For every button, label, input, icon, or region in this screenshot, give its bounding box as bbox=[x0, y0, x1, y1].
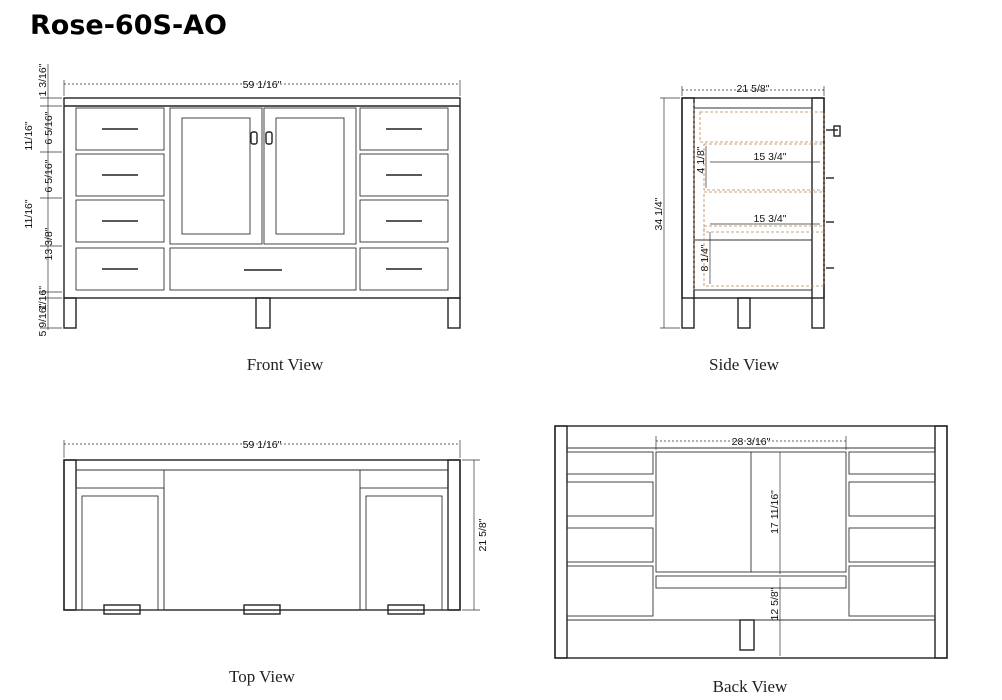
front-width-label: 59 1/16" bbox=[243, 79, 282, 91]
front-dim-leg: 5 9/16" bbox=[37, 303, 49, 336]
top-depth-label: 21 5/8" bbox=[477, 518, 489, 551]
front-dim-lower-drawer: 13 3/8" bbox=[43, 227, 55, 260]
back-view-caption: Back View bbox=[713, 677, 788, 696]
side-height-label: 34 1/4" bbox=[653, 197, 665, 230]
top-width-label: 59 1/16" bbox=[243, 439, 282, 451]
front-dim-drawer-1: 6 5/16" bbox=[43, 111, 55, 144]
back-view: 28 3/16" 17 11/16" 12 5/8" Back View bbox=[554, 425, 948, 696]
back-opening-width: 28 3/16" bbox=[732, 436, 771, 448]
side-drawer-depth-1: 15 3/4" bbox=[754, 151, 787, 163]
side-view-caption: Side View bbox=[709, 355, 780, 374]
front-dim-top-rail: 1 3/16" bbox=[37, 63, 49, 96]
front-dim-gap-2: 11/16" bbox=[23, 199, 35, 228]
back-bottom-height: 12 5/8" bbox=[769, 587, 781, 620]
side-drawer-depth-2: 15 3/4" bbox=[754, 213, 787, 225]
side-drawer-height-1: 4 1/8" bbox=[695, 146, 707, 173]
side-depth-label: 21 5/8" bbox=[737, 83, 770, 95]
front-dim-drawer-2: 6 5/16" bbox=[43, 159, 55, 192]
front-dim-bottom-rail: 1/16" bbox=[37, 286, 49, 310]
front-view-caption: Front View bbox=[247, 355, 324, 374]
top-view-caption: Top View bbox=[229, 667, 296, 686]
side-drawer-height-2: 8 1/4" bbox=[699, 244, 711, 271]
side-view: 21 5/8" 34 1/4" 15 3/4" 15 3/4" 4 1/8" 8… bbox=[653, 83, 841, 374]
front-dim-gap-1: 11/16" bbox=[23, 121, 35, 150]
top-view: 59 1/16" 21 5/8" Top View bbox=[63, 439, 489, 686]
page-title: Rose-60S-AO bbox=[30, 10, 228, 41]
back-opening-height: 17 11/16" bbox=[769, 490, 781, 534]
front-view: 59 1/16" 1 3/16" 11/16" 6 5/16" 6 5/16" … bbox=[23, 63, 461, 374]
